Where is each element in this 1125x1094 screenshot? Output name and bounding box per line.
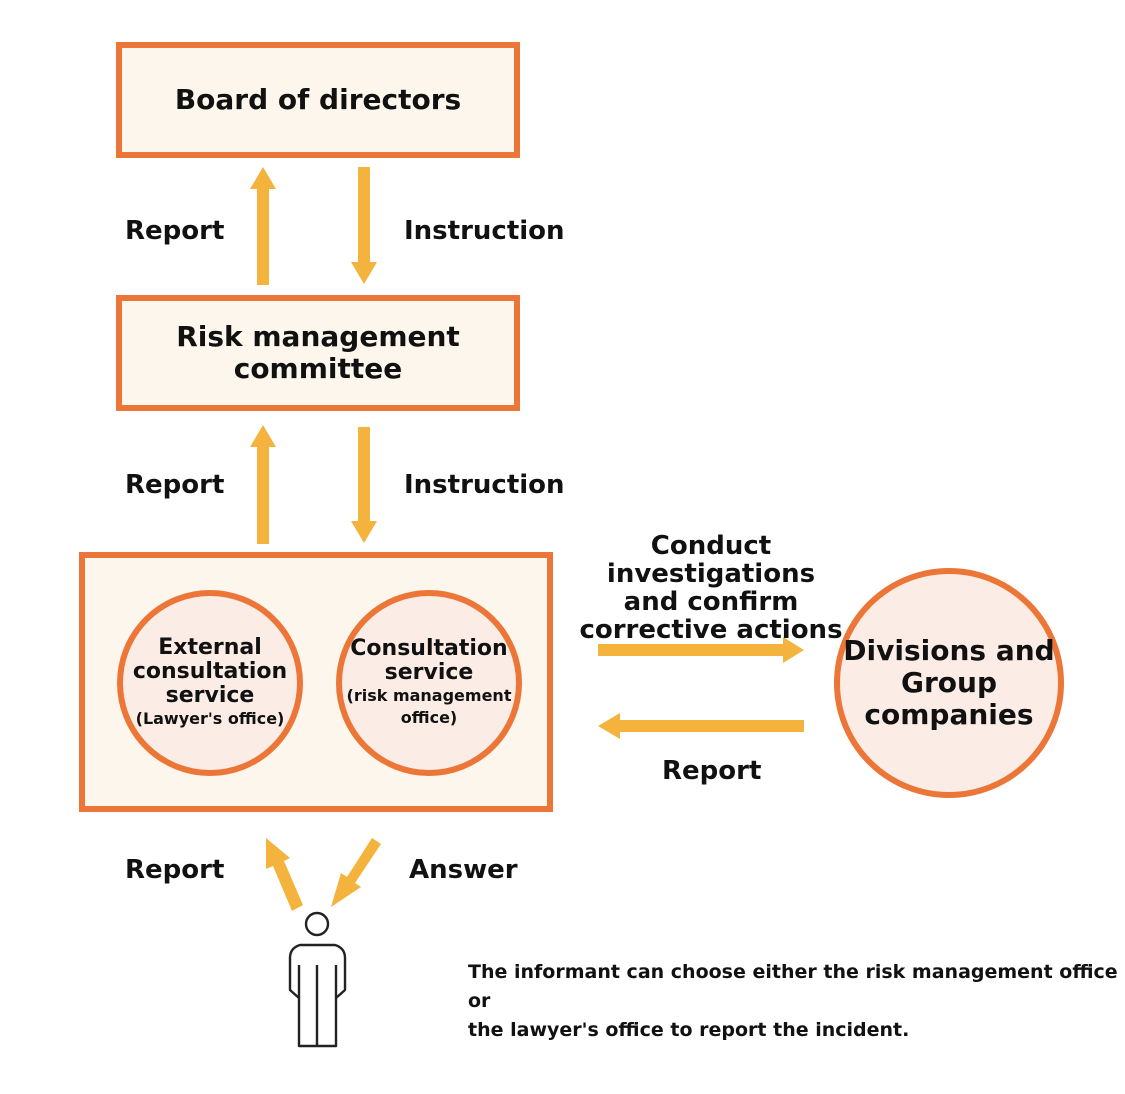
divisions-circle: Divisions and Group companies [834, 568, 1064, 798]
divisions-line1: Divisions and [843, 634, 1055, 667]
informant-report-arrow-icon [266, 838, 303, 911]
consultation-line2: service [384, 660, 474, 685]
instruction-down-arrow-icon [351, 427, 377, 543]
board-of-directors-box: Board of directors [116, 42, 520, 158]
external-service-circle: External consultation service (Lawyer's … [117, 590, 303, 776]
board-label: Board of directors [174, 83, 462, 116]
note-line2: the lawyer's office to report the incide… [468, 1019, 910, 1041]
answer-arrow-icon [331, 838, 381, 907]
risk-committee-line2: committee [233, 352, 403, 385]
informant-note: The informant can choose either the risk… [468, 958, 1125, 1045]
divisions-line2: Group [900, 666, 997, 699]
informant-report-label: Report [125, 855, 225, 885]
mid-instruction-label: Instruction [404, 470, 565, 500]
report-left-arrow-icon [598, 713, 804, 739]
consultation-line1: Consultation [350, 636, 508, 661]
informant-answer-label: Answer [409, 855, 518, 885]
mid-report-label: Report [125, 470, 225, 500]
investigate-right-arrow-icon [598, 637, 804, 663]
consultation-sub2: office) [400, 708, 458, 727]
top-report-label: Report [125, 216, 225, 246]
investigation-line1: Conduct investigations [606, 531, 816, 589]
person-icon [288, 911, 347, 1048]
instruction-down-arrow-icon [351, 167, 377, 284]
note-line1: The informant can choose either the risk… [468, 961, 1118, 1012]
investigation-line3: corrective actions [579, 615, 843, 645]
investigation-line2: and confirm [623, 587, 799, 617]
external-line3: service [165, 683, 255, 708]
risk-committee-line1: Risk management [176, 320, 460, 353]
external-line1: External [158, 635, 262, 660]
investigation-label: Conduct investigations and confirm corre… [556, 532, 866, 644]
return-report-label: Report [662, 756, 762, 786]
consultation-service-circle: Consultation service (risk management of… [336, 590, 522, 776]
external-sub: (Lawyer's office) [135, 709, 285, 728]
external-line2: consultation [132, 659, 288, 684]
report-up-arrow-icon [250, 167, 276, 285]
top-instruction-label: Instruction [404, 216, 565, 246]
risk-committee-box: Risk management committee [116, 295, 520, 411]
divisions-line3: companies [864, 698, 1034, 731]
report-up-arrow-icon [250, 425, 276, 544]
consultation-sub1: (risk management [346, 686, 512, 705]
